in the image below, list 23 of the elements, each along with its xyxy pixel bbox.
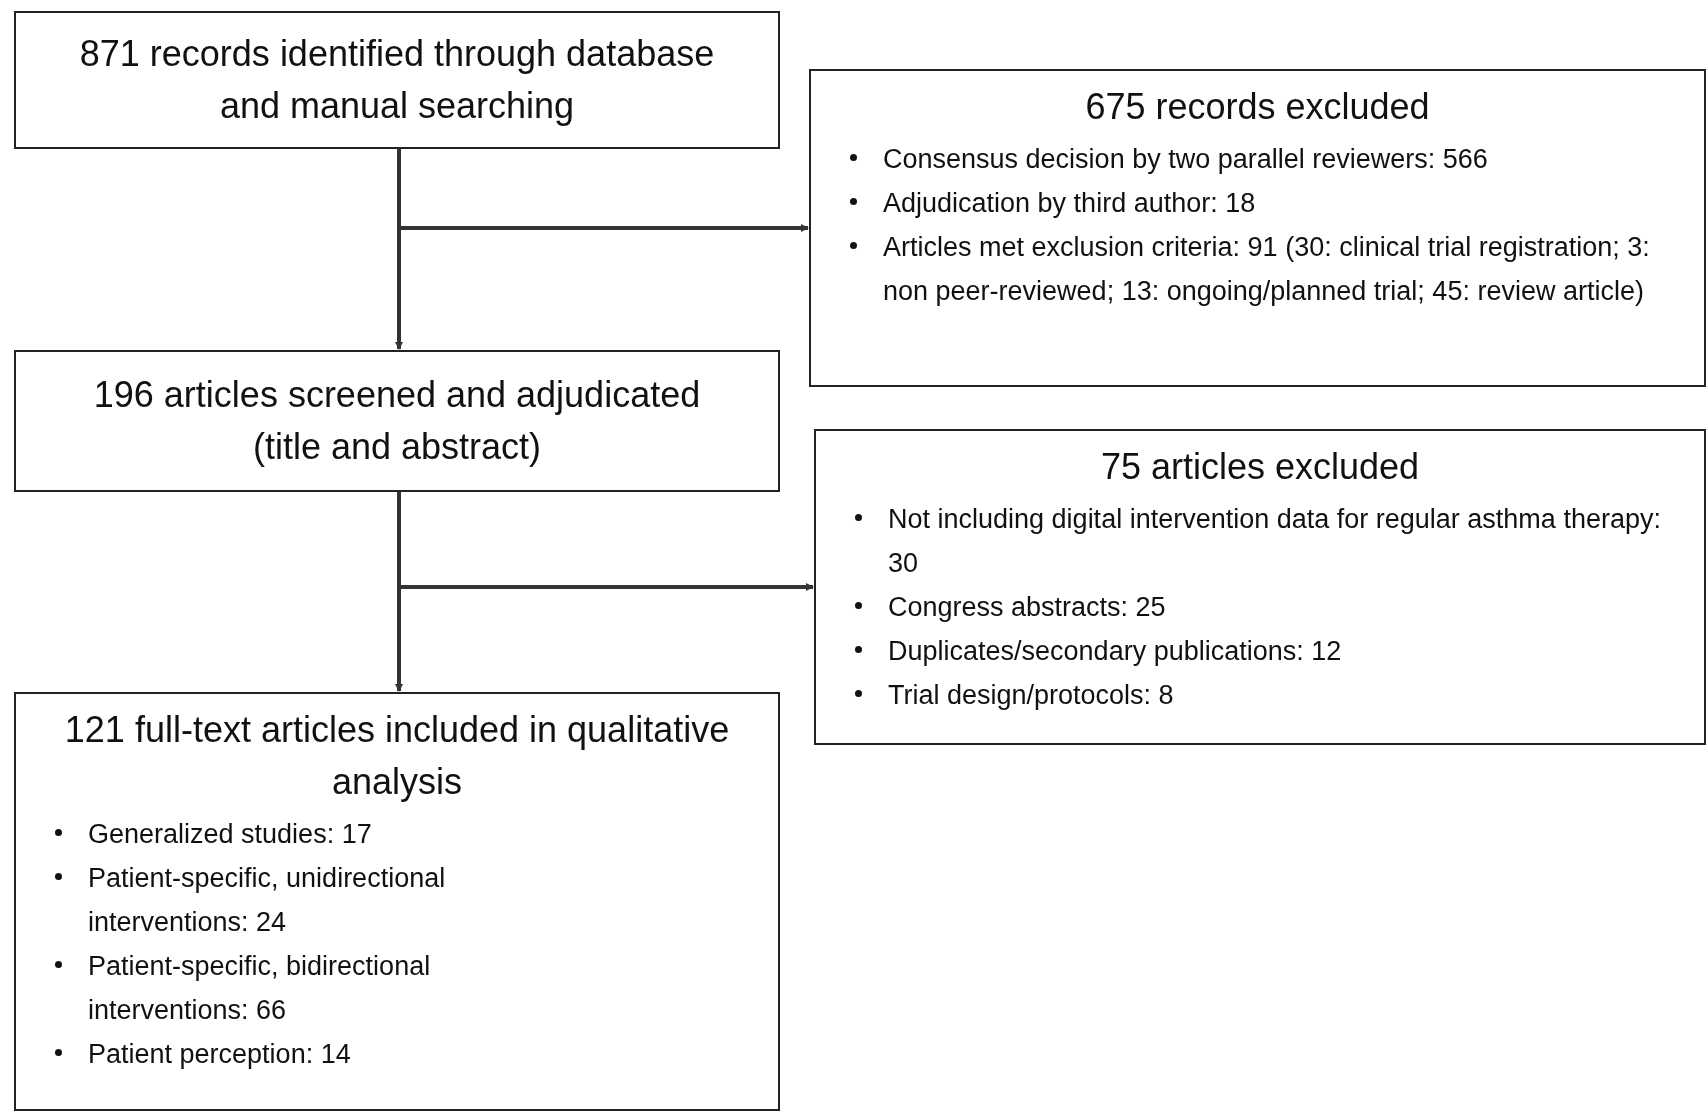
process-box (814, 429, 1706, 745)
bullet-text: Adjudication by third author: 18 (883, 187, 1256, 221)
box-heading: 196 articles screened and adjudicated (title and abstract) (92, 372, 702, 469)
arrow (397, 149, 809, 232)
box-heading: 871 records identified through database and manual searching (78, 31, 716, 128)
bullet-text: Not including digital intervention data for regular asthma therapy: 30 (888, 503, 1662, 581)
bullet-text: Trial design/protocols: 8 (888, 679, 1174, 713)
arrow (397, 492, 814, 591)
bullet-text: Duplicates/secondary publications: 12 (888, 635, 1342, 669)
bullet-text: Generalized studies: 17 (88, 818, 372, 852)
bullet-text: Patient-specific, bidirectional interventions: 66 (88, 950, 432, 1028)
bullet-text: Congress abstracts: 25 (888, 591, 1166, 625)
bullet-text: Patient perception: 14 (88, 1038, 351, 1072)
process-box (14, 692, 780, 1111)
box-heading: 75 articles excluded (1099, 445, 1421, 489)
process-box (14, 350, 780, 492)
process-box (14, 11, 780, 149)
bullet-text: Patient-specific, unidirectional interventions: 24 (88, 862, 447, 940)
box-heading: 675 records excluded (1084, 85, 1431, 129)
bullet-text: Articles met exclusion criteria: 91 (30: clinical trial registration; 3: non peer-reviewed; 13: ongoing/planned trial; 45: review article) (883, 231, 1651, 309)
bullet-text: Consensus decision by two parallel reviewers: 566 (883, 143, 1488, 177)
box-heading: 121 full-text articles included in qualitative analysis (63, 708, 731, 805)
process-box (809, 69, 1706, 387)
